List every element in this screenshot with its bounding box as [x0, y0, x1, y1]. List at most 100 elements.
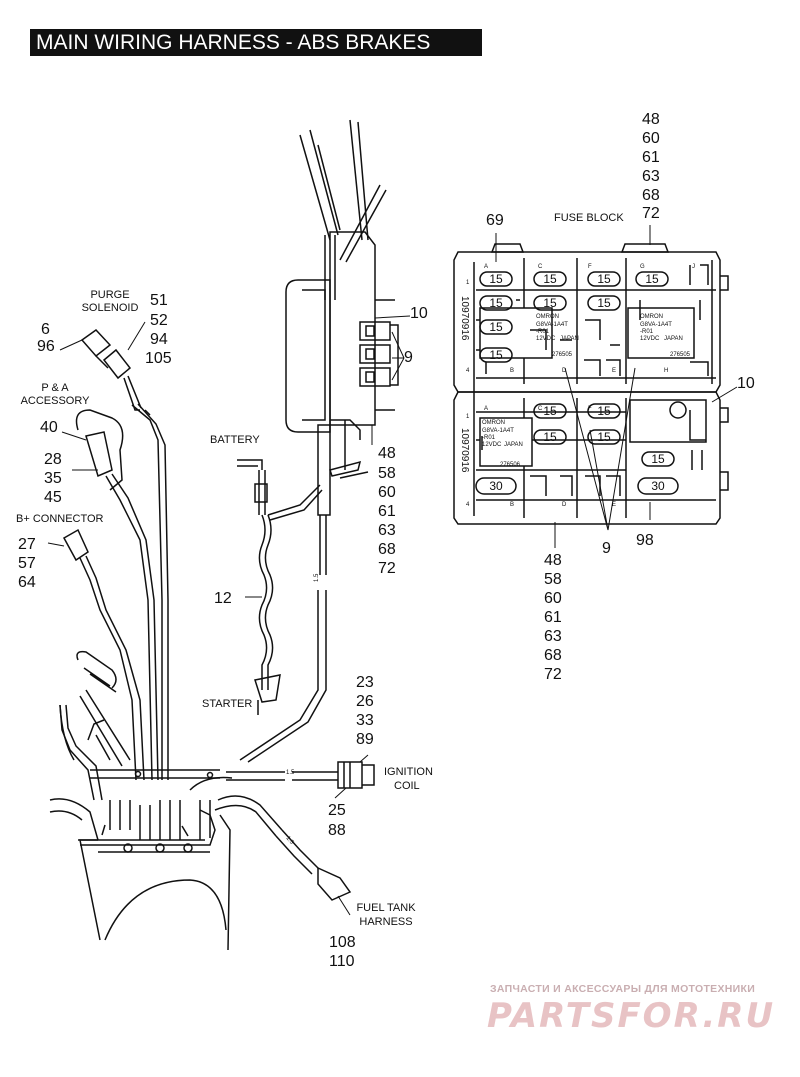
callout-number: 26 — [356, 693, 374, 710]
fuse-value: 15 — [489, 272, 503, 286]
side-code: 10970916 — [459, 428, 470, 473]
callout-number: 89 — [356, 731, 374, 748]
row-number: 4 — [466, 368, 470, 374]
callout-number: 6 — [41, 321, 50, 338]
callout-number: 51 — [150, 292, 168, 309]
col-letter: C — [538, 264, 543, 270]
col-letter: C — [538, 406, 543, 412]
fuse-value: 30 — [651, 479, 665, 493]
callout-number: 96 — [37, 338, 55, 355]
fuse-value: 15 — [489, 296, 503, 310]
fuse-value: 15 — [489, 320, 503, 334]
callout-number: 69 — [486, 212, 504, 229]
fuse-ovals — [475, 271, 679, 495]
wire-size: 1.5 — [284, 835, 294, 846]
fuse-value: 15 — [543, 404, 557, 418]
callout-leaders — [47, 225, 738, 916]
relay-model: G8VA-1A4T — [482, 428, 514, 434]
fuse-value: 15 — [489, 348, 503, 362]
callout-number: 68 — [642, 187, 660, 204]
relay-model: G8VA-1A4T — [640, 322, 672, 328]
fuel-tank-harness-label: HARNESS — [359, 916, 412, 928]
callout-number: 63 — [642, 168, 660, 185]
callout-number: 60 — [642, 130, 660, 147]
callout-number: 60 — [544, 590, 562, 607]
callout-number: 48 — [378, 445, 396, 462]
callout-number: 35 — [44, 470, 62, 487]
fuse-value: 15 — [597, 430, 611, 444]
battery-label: BATTERY — [210, 434, 260, 446]
callout-number: 27 — [18, 536, 36, 553]
col-letter: D — [562, 502, 567, 508]
fuse-block — [453, 243, 729, 525]
module-drop-wire — [239, 515, 327, 763]
callout-number: 108 — [329, 934, 356, 951]
callout-number: 72 — [544, 666, 562, 683]
fuel-tank-lead — [214, 795, 352, 901]
relay-model: G8VA-1A4T — [536, 322, 568, 328]
col-letter: F — [588, 406, 592, 412]
callout-number: 58 — [378, 465, 396, 482]
callout-number: 60 — [378, 484, 396, 501]
relay-code: 276505 — [552, 352, 573, 358]
callout-number: 48 — [642, 111, 660, 128]
callout-number: 52 — [150, 312, 168, 329]
col-letter: H — [664, 368, 668, 374]
callout-number: 98 — [636, 532, 654, 549]
callout-number: 57 — [18, 555, 36, 572]
callout-number: 45 — [44, 489, 62, 506]
relay-origin: JAPAN — [504, 442, 523, 448]
ignition-coil-label: IGNITION — [384, 766, 433, 778]
ignition-coil-label: COIL — [394, 780, 420, 792]
callout-number: 110 — [329, 953, 355, 970]
callout-number: 48 — [544, 552, 562, 569]
relay-brand: OMRON — [640, 314, 663, 320]
pa-accessory-label: ACCESSORY — [21, 395, 91, 407]
lower-left-bundle — [59, 650, 131, 801]
callout-number: 63 — [544, 628, 562, 645]
callout-number: 88 — [328, 822, 346, 839]
col-letter: J — [692, 264, 695, 270]
labels: PURGE SOLENOID P & A ACCESSORY B+ CONNEC… — [16, 212, 624, 928]
row-number: 1 — [466, 280, 470, 286]
relay-model: -R01 — [640, 329, 654, 335]
callout-number: 12 — [214, 590, 232, 607]
fuse-value: 15 — [543, 296, 557, 310]
side-code: 10970916 — [459, 296, 470, 341]
relay-code: 276505 — [670, 352, 691, 358]
horizontal-bundle — [90, 769, 338, 781]
relay-model: -R01 — [536, 329, 550, 335]
col-letter: E — [612, 502, 616, 508]
callout-number: 61 — [642, 149, 660, 166]
abs-module — [285, 231, 399, 516]
fuse-value: 15 — [543, 430, 557, 444]
b-connector-label: B+ CONNECTOR — [16, 513, 104, 525]
relay-brand: OMRON — [536, 314, 559, 320]
relay-volt: 12VDC — [482, 442, 502, 448]
relay-origin: JAPAN — [664, 336, 683, 342]
relay-origin: JAPAN — [560, 336, 579, 342]
callout-number: 72 — [642, 205, 660, 222]
fuse-value: 30 — [489, 479, 503, 493]
relay-volt: 12VDC — [536, 336, 556, 342]
starter-label: STARTER — [202, 698, 252, 710]
relay-volt: 12VDC — [640, 336, 660, 342]
watermark-tagline: ЗАПЧАСТИ И АКСЕССУАРЫ ДЛЯ МОТОТЕХНИКИ — [490, 983, 756, 995]
fuse-value: 15 — [645, 272, 659, 286]
fuse-value: 15 — [597, 272, 611, 286]
page-title: MAIN WIRING HARNESS - ABS BRAKES — [30, 29, 482, 56]
fuse-value: 15 — [597, 296, 611, 310]
pa-accessory-label: P & A — [41, 382, 69, 394]
relay-model: -R01 — [482, 435, 496, 441]
col-letter: A — [484, 406, 488, 412]
callout-number: 9 — [404, 349, 413, 366]
col-letter: B — [510, 502, 514, 508]
relay-code: 276506 — [500, 462, 521, 468]
fuse-block-label: FUSE BLOCK — [554, 212, 624, 224]
callout-number: 25 — [328, 802, 346, 819]
callout-number: 58 — [544, 571, 562, 588]
col-letter: E — [612, 368, 616, 374]
row-number: 4 — [466, 502, 470, 508]
callout-number: 64 — [18, 574, 36, 591]
